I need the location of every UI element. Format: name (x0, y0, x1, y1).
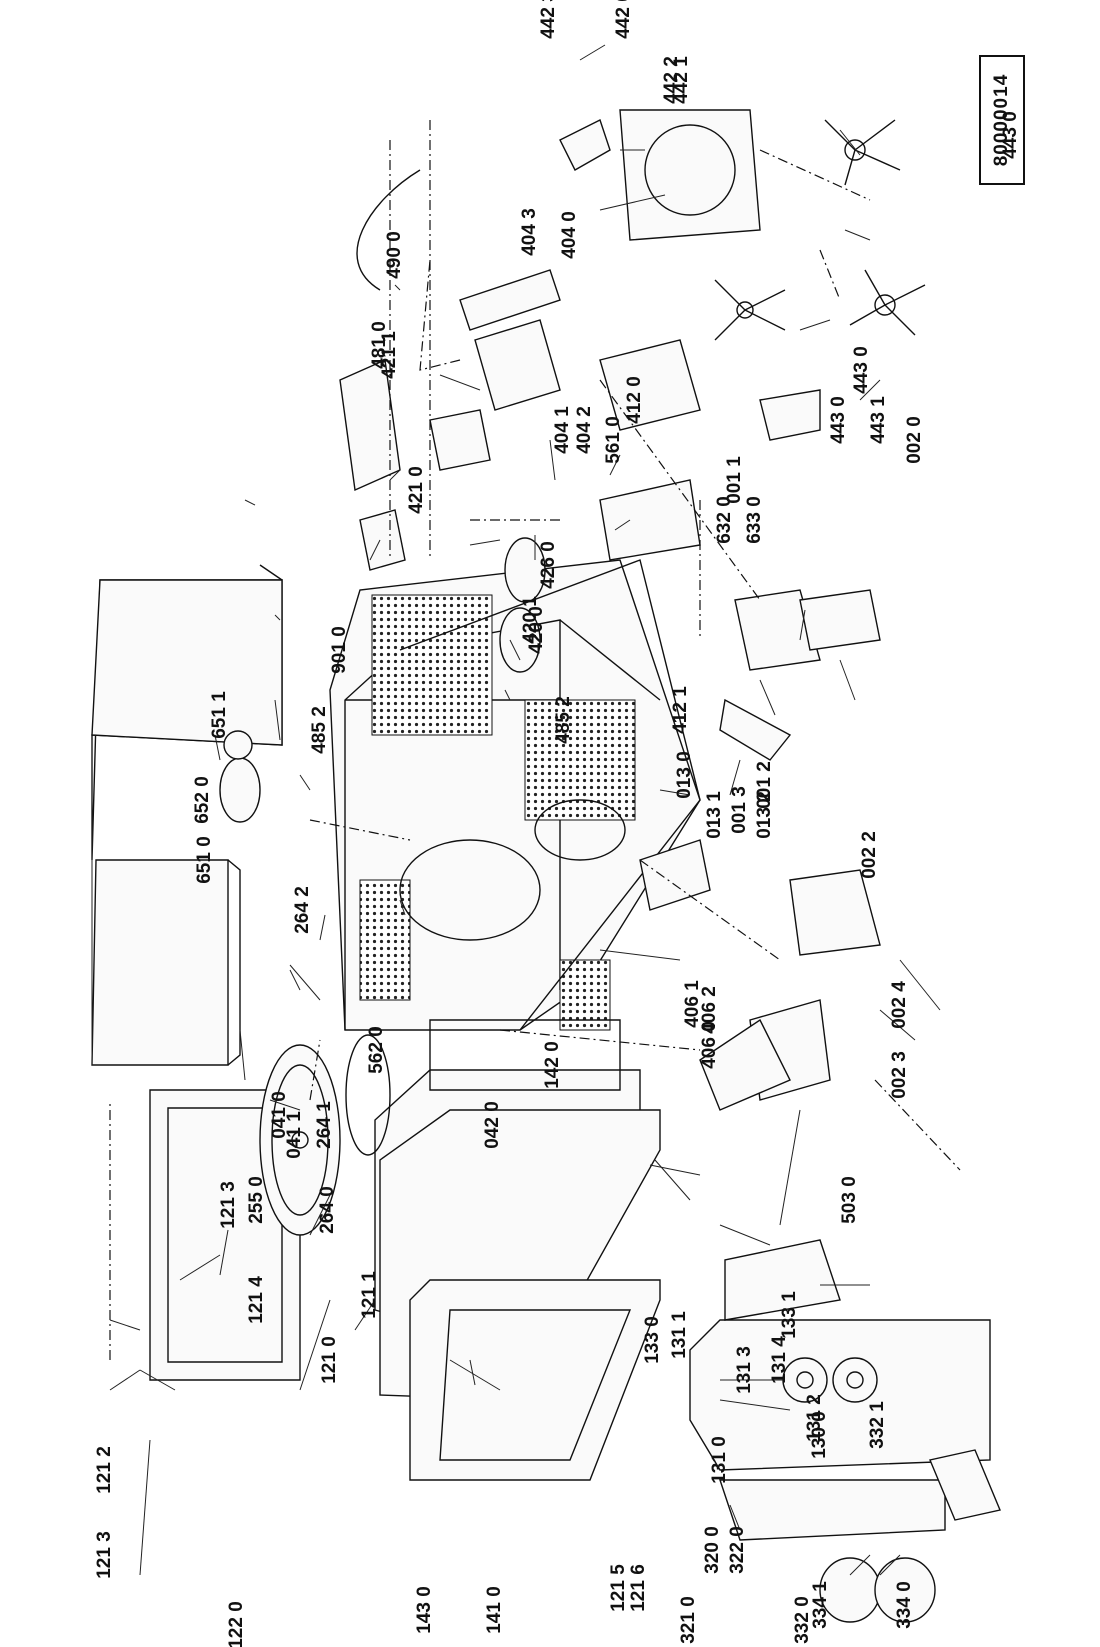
part-label: 002 0 (904, 416, 925, 464)
part-label: 013 0 (674, 751, 695, 799)
part-label: 321 0 (678, 1596, 699, 1644)
part-label: 002 3 (889, 1051, 910, 1099)
part-label: 404 1 (552, 406, 573, 454)
part-label: 001 3 (729, 786, 750, 834)
document-number-box (979, 55, 1025, 185)
part-label: 406 2 (699, 986, 720, 1034)
door-assembly (149, 1019, 661, 1481)
part-label: 322 0 (727, 1526, 748, 1574)
part-label: 503 0 (839, 1176, 860, 1224)
part-label: 131 4 (769, 1336, 790, 1384)
part-label: 443 0 (1000, 111, 1021, 159)
part-label: 320 0 (702, 1526, 723, 1574)
turntable (259, 1034, 391, 1236)
part-label: 442 1 (671, 56, 692, 104)
oven-cavity (329, 559, 701, 1031)
part-label: 443 1 (868, 396, 889, 444)
part-label: 404 2 (574, 406, 595, 454)
part-label: 122 0 (226, 1601, 247, 1647)
part-label: 121 0 (319, 1336, 340, 1384)
part-label: 141 0 (484, 1586, 505, 1634)
document-number: 80000014 (991, 73, 1012, 167)
part-label: 562 0 (366, 1026, 387, 1074)
part-label: 334 1 (810, 1581, 831, 1629)
part-label: 121 5 (608, 1564, 629, 1612)
outer-cover (91, 564, 283, 1066)
part-label: 651 1 (209, 691, 230, 739)
part-label: 002 2 (859, 831, 880, 879)
part-label: 490 0 (384, 231, 405, 279)
part-label: 412 1 (670, 686, 691, 734)
part-label: 143 0 (414, 1586, 435, 1634)
part-label: 485 2 (309, 706, 330, 754)
part-label: 406 1 (682, 980, 703, 1028)
leader-lines (109, 44, 941, 1576)
part-label: 130 0 (809, 1411, 830, 1459)
part-label: 041 1 (284, 1111, 305, 1159)
part-label: 421 1 (379, 331, 400, 379)
part-label: 001 1 (724, 456, 745, 504)
part-label: 131 2 (804, 1394, 825, 1442)
part-label: 651 0 (194, 836, 215, 884)
part-label: 121 2 (94, 1446, 115, 1494)
part-label: 131 3 (734, 1346, 755, 1394)
part-label: 404 0 (559, 211, 580, 259)
part-label: 121 3 (94, 1531, 115, 1579)
control-panel (689, 1239, 1001, 1623)
part-label: 404 3 (519, 208, 540, 256)
part-label: 121 1 (359, 1271, 380, 1319)
part-label: 131 1 (669, 1311, 690, 1359)
part-label: 121 6 (628, 1564, 649, 1612)
part-label: 142 0 (542, 1041, 563, 1089)
part-label: 561 0 (603, 416, 624, 464)
part-label: 442 3 (538, 0, 559, 39)
part-labels: 002 0 002 2 002 3 002 4 001 2 001 1 001 3 013 0… (94, 0, 1021, 1647)
part-label: 042 0 (482, 1101, 503, 1149)
part-label: 264 2 (292, 886, 313, 934)
part-label: 901 0 (329, 626, 350, 674)
part-label: 013 2 (754, 791, 775, 839)
part-label: 652 0 (192, 776, 213, 824)
part-label: 332 1 (867, 1401, 888, 1449)
part-label: 485 2 (553, 696, 574, 744)
part-label: 421 0 (406, 466, 427, 514)
part-label: 002 4 (889, 981, 910, 1029)
part-label: 001 2 (754, 761, 775, 809)
part-label: 255 0 (246, 1176, 267, 1224)
part-label: 334 0 (894, 1581, 915, 1629)
part-label: 442 0 (613, 0, 634, 39)
part-label: 420 1 (520, 596, 541, 644)
part-label: 443 0 (828, 396, 849, 444)
part-label: 121 4 (246, 1276, 267, 1324)
part-label: 264 1 (314, 1101, 335, 1149)
part-label: 412 0 (624, 376, 645, 424)
part-label: 013 1 (704, 791, 725, 839)
part-label: 481 0 (369, 321, 390, 369)
part-label: 632 0 (714, 496, 735, 544)
part-label: 133 1 (779, 1291, 800, 1339)
part-label: 406 0 (699, 1021, 720, 1069)
part-label: 443 0 (851, 346, 872, 394)
part-label: 264 0 (317, 1186, 338, 1234)
part-label: 332 0 (792, 1596, 813, 1644)
part-label: 442 2 (661, 56, 682, 104)
part-label: 131 0 (709, 1436, 730, 1484)
part-label: 633 0 (744, 496, 765, 544)
assembly-lines (109, 120, 961, 1360)
part-label: 420 0 (526, 606, 547, 654)
electrical-components (219, 109, 926, 1111)
part-label: 133 0 (642, 1316, 663, 1364)
part-label: 121 3 (218, 1181, 239, 1229)
part-label: 426 0 (538, 541, 559, 589)
part-label: 041 0 (269, 1091, 290, 1139)
